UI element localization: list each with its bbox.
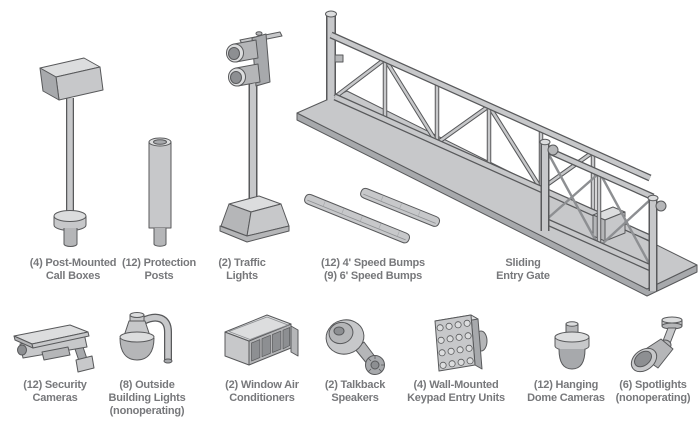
label-line: (9) 6' Speed Bumps: [323, 270, 423, 282]
label-hanging-dome-cameras: (12) Hanging Dome Cameras: [515, 379, 617, 405]
traffic-light-illustration: [196, 30, 301, 254]
traffic-light-base: [220, 196, 289, 242]
label-line: Call Boxes: [45, 270, 101, 282]
lamp-head: [120, 313, 154, 361]
label-outside-building-lights: (8) Outside Building Lights (nonoperatin…: [92, 379, 202, 418]
label-line: (2) Window Air: [225, 379, 299, 391]
label-line: (4) Wall-Mounted: [413, 379, 499, 391]
security-camera-illustration: [12, 322, 100, 374]
label-speed-bumps: (12) 4' Speed Bumps (9) 6' Speed Bumps: [298, 257, 448, 283]
call-box-head: [40, 58, 103, 100]
gate-roller-post-right: [648, 195, 666, 291]
dome-camera-drum: [555, 332, 589, 351]
label-line: (8) Outside: [119, 379, 175, 391]
label-line: Speakers: [331, 392, 379, 404]
traffic-light-head: [227, 32, 283, 86]
sliding-entry-gate-illustration: [295, 3, 700, 298]
label-post-mounted-call-boxes: (4) Post-Mounted Call Boxes: [8, 257, 138, 283]
label-line: (4) Post-Mounted: [29, 257, 117, 269]
label-line: (12) Security: [23, 379, 87, 391]
label-line: Lights: [226, 270, 258, 282]
protection-post-illustration: [128, 132, 188, 252]
bollard-body: [149, 138, 171, 246]
label-sliding-entry-gate: Sliding Entry Gate: [470, 257, 576, 283]
label-line: Keypad Entry Units: [407, 392, 505, 404]
keypad-entry-unit-illustration: [426, 308, 490, 374]
talkback-speaker-illustration: [322, 316, 394, 378]
gooseneck-arm: [143, 318, 172, 363]
gate-sliding-leaf: [540, 139, 666, 291]
spotlight-mount-cap: [662, 317, 682, 329]
post-mounted-call-box-illustration: [26, 48, 121, 253]
label-line: (2) Traffic: [218, 257, 266, 269]
label-security-cameras: (12) Security Cameras: [2, 379, 108, 405]
label-line: (nonoperating): [615, 392, 691, 404]
speed-bump-short: [359, 187, 441, 228]
label-protection-posts: (12) Protection Posts: [118, 257, 200, 283]
label-line: Sliding: [505, 257, 541, 269]
gate-left-post: [326, 11, 344, 100]
gate-roller-post-left: [540, 139, 558, 231]
window-air-conditioner-illustration: [222, 310, 300, 376]
label-line: Entry Gate: [496, 270, 550, 282]
label-line: (6) Spotlights: [619, 379, 687, 391]
keypad-body: [435, 315, 482, 371]
building-light-illustration: [110, 310, 184, 376]
camera-housing: [14, 325, 89, 360]
speaker-horn: [322, 316, 376, 365]
label-line: Conditioners: [229, 392, 295, 404]
keypad-buttons: [437, 320, 473, 368]
dome-camera-dome: [559, 349, 585, 369]
label-line: (2) Talkback: [324, 379, 386, 391]
label-line: Dome Cameras: [527, 392, 605, 404]
label-line: Cameras: [32, 392, 78, 404]
label-line: Building Lights: [108, 392, 186, 404]
label-line: (12) Protection: [121, 257, 196, 269]
label-line: Posts: [144, 270, 174, 282]
speaker-mount-knob: [366, 356, 385, 375]
speed-bump-long: [303, 193, 411, 244]
label-keypad-entry-units: (4) Wall-Mounted Keypad Entry Units: [397, 379, 515, 405]
label-line: (12) 4' Speed Bumps: [321, 257, 425, 269]
call-box-base-collar: [54, 211, 86, 247]
hanging-dome-camera-illustration: [542, 318, 602, 376]
label-spotlights: (6) Spotlights (nonoperating): [605, 379, 700, 405]
label-line: (12) Hanging: [533, 379, 599, 391]
label-traffic-lights: (2) Traffic Lights: [200, 257, 284, 283]
ac-louvers: [252, 328, 290, 362]
speed-bumps-illustration: [303, 183, 443, 251]
spotlight-illustration: [628, 314, 694, 376]
camera-lens: [18, 345, 27, 355]
label-talkback-speakers: (2) Talkback Speakers: [305, 379, 405, 405]
label-line: (nonoperating): [109, 405, 185, 417]
label-window-air-conditioners: (2) Window Air Conditioners: [204, 379, 320, 405]
spotlight-cone: [628, 339, 673, 376]
